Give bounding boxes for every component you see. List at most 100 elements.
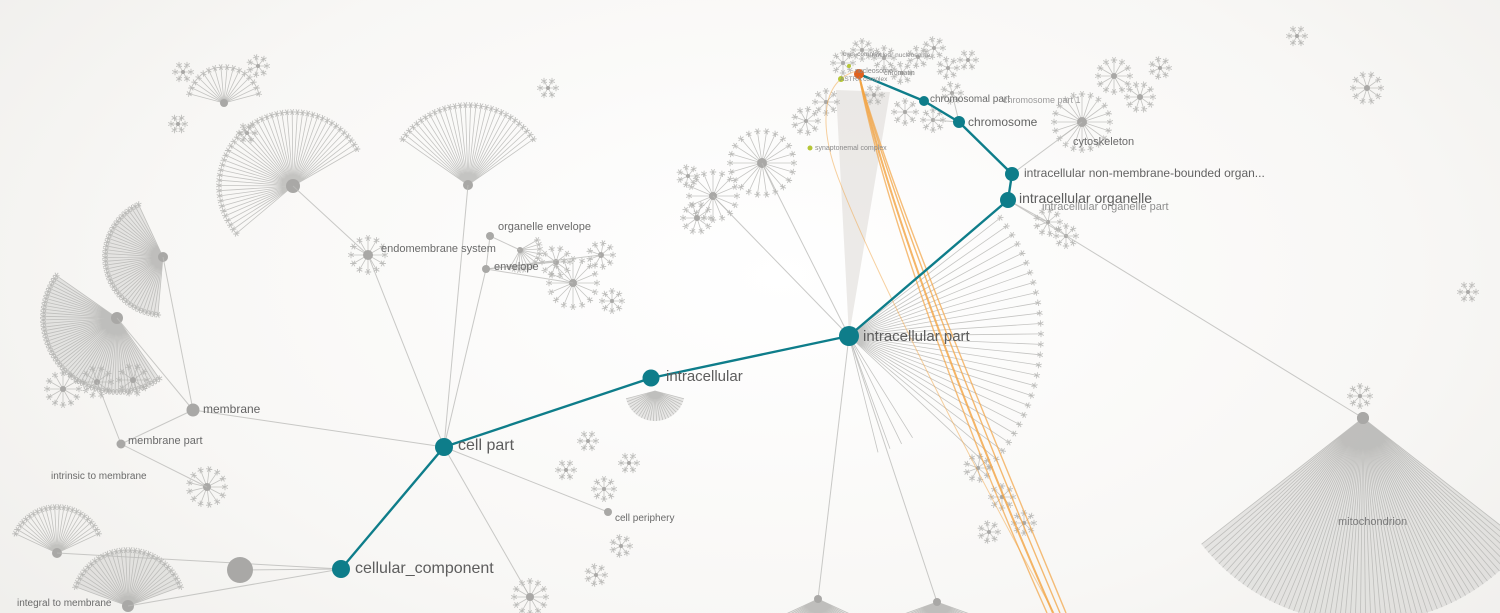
fan-hub-node[interactable]: [903, 110, 907, 114]
green-node-small[interactable]: [847, 64, 851, 68]
fan-hub-node[interactable]: [1358, 394, 1362, 398]
fan-spokes: [119, 366, 147, 394]
fan-sector: [43, 275, 160, 392]
intracellular_non_membrane_bounded_organelle-node[interactable]: [1005, 167, 1019, 181]
cell-periphery-node[interactable]: [604, 508, 612, 516]
fan-hub-node[interactable]: [130, 377, 136, 383]
fan-spokes: [587, 566, 605, 584]
fan-hub-node[interactable]: [946, 66, 950, 70]
fan-leaf-tips: [977, 520, 1002, 544]
bottom-fan-node-a[interactable]: [814, 595, 822, 603]
fan-hub-node[interactable]: [220, 99, 228, 107]
fan-hub-node[interactable]: [610, 299, 614, 303]
cell_part-node[interactable]: [435, 438, 453, 456]
fan-hub-node[interactable]: [900, 71, 904, 75]
graph-edge: [761, 162, 850, 337]
fan-hub-node[interactable]: [860, 48, 864, 52]
fan-hub-node[interactable]: [1111, 73, 1117, 79]
envelope-node[interactable]: [482, 265, 490, 273]
fan-leaf-tips: [185, 64, 263, 97]
fan-hub-node[interactable]: [176, 122, 180, 126]
fan-spokes: [549, 259, 597, 307]
fan-hub-node[interactable]: [694, 215, 700, 221]
fan-hub-node[interactable]: [804, 119, 808, 123]
fan-hub-node[interactable]: [872, 93, 876, 97]
fan-spokes: [402, 104, 534, 186]
fan-spokes: [874, 48, 894, 68]
intracellular_organelle-node[interactable]: [1000, 192, 1016, 208]
fan-spokes: [1460, 284, 1476, 300]
fan-hub-node[interactable]: [916, 55, 920, 59]
membrane-node[interactable]: [186, 403, 200, 417]
fan-leaf-tips: [101, 201, 162, 318]
fan-hub-node[interactable]: [594, 573, 598, 577]
fan-hub-node[interactable]: [619, 544, 623, 548]
fan-leaf-tips: [791, 106, 822, 136]
fan-hub-node[interactable]: [1158, 66, 1162, 70]
fan-leaf-tips: [1285, 25, 1309, 47]
fan-spokes: [1289, 28, 1305, 44]
highlight-path-edge: [858, 72, 925, 103]
fan-hub-node[interactable]: [932, 46, 936, 50]
fan-spokes: [175, 64, 191, 80]
fan-spokes: [621, 455, 637, 471]
mitochondrion-node[interactable]: [1357, 412, 1369, 424]
highlight-path-edge: [923, 99, 960, 124]
fan-hub-node[interactable]: [841, 61, 845, 65]
fan-leaf-tips: [399, 101, 537, 143]
fan-hub-node[interactable]: [1364, 85, 1370, 91]
fan-leaf-tips: [890, 61, 915, 85]
disc-node[interactable]: [227, 557, 253, 583]
endomembrane-system-node[interactable]: [363, 250, 373, 260]
fan-leaf-tips: [617, 452, 641, 474]
fan-spokes: [589, 243, 613, 267]
fan-hub-node[interactable]: [824, 100, 828, 104]
fan-sector: [75, 550, 181, 606]
fan-hub-node[interactable]: [686, 174, 690, 178]
fan-hub-node[interactable]: [564, 468, 568, 472]
intracellular_part-node[interactable]: [839, 326, 859, 346]
astra-complex-node[interactable]: [838, 76, 844, 82]
chromosome-node[interactable]: [953, 116, 965, 128]
fan-leaf-tips: [79, 365, 115, 399]
fan-hub-node[interactable]: [627, 461, 631, 465]
fan-spokes: [558, 462, 574, 478]
cellular_component-node[interactable]: [332, 560, 350, 578]
fan-spokes: [189, 67, 259, 104]
fan-spokes: [848, 335, 913, 453]
organelle-envelope-node[interactable]: [486, 232, 494, 240]
membrane-part-node[interactable]: [116, 439, 126, 449]
fan-spokes: [594, 479, 614, 499]
fan-leaf-tips: [956, 49, 980, 71]
fan-leaf-tips: [922, 36, 947, 60]
fan-hub-node[interactable]: [1137, 94, 1143, 100]
fan-hub-node[interactable]: [256, 64, 260, 68]
chromosomal_part-node[interactable]: [919, 96, 929, 106]
fan-leaf-tips: [1456, 281, 1480, 303]
fan-hub-node[interactable]: [987, 530, 991, 534]
fan-leaf-tips: [186, 466, 229, 508]
fan-hub-node[interactable]: [60, 386, 66, 392]
nucleosome_chromatin-node[interactable]: [854, 69, 864, 79]
fan-spokes: [730, 131, 794, 195]
fan-leaf-tips: [72, 546, 184, 591]
fan-hub-node[interactable]: [966, 58, 970, 62]
edge-bundle-wedge: [836, 90, 890, 336]
synaptonemal-complex-node[interactable]: [807, 145, 813, 151]
intracellular-node[interactable]: [642, 369, 660, 387]
fan-hub-node[interactable]: [602, 487, 606, 491]
fan-spokes: [960, 52, 976, 68]
fan-hub-node[interactable]: [882, 56, 886, 60]
fan-hub-node[interactable]: [586, 439, 590, 443]
fan-hub-node[interactable]: [546, 86, 550, 90]
bottom-rosette-node[interactable]: [526, 593, 534, 601]
fan-spokes: [679, 167, 697, 185]
fan-hub-node[interactable]: [1466, 290, 1470, 294]
fan-spokes: [189, 469, 225, 505]
bottom-fan-node-b[interactable]: [933, 598, 941, 606]
graph-edge: [1007, 199, 1364, 419]
fan-hub-node[interactable]: [1295, 34, 1299, 38]
fan-hub-node[interactable]: [181, 70, 185, 74]
